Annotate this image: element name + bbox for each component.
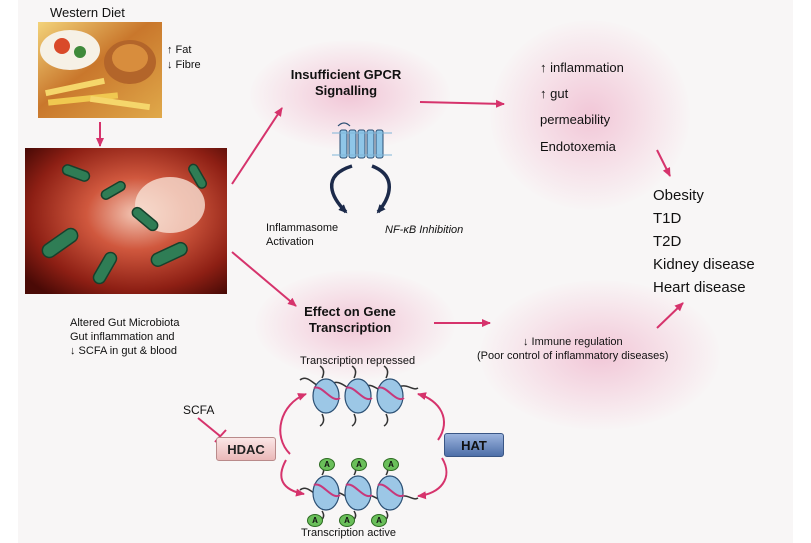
acetyl-mark: A (371, 514, 387, 527)
arrow-hdac-lower (280, 459, 305, 497)
arrow-gpcr-to-effects (419, 99, 505, 108)
arrow-inflammasome (329, 164, 353, 214)
arrow-effects-to-diseases (656, 149, 671, 177)
gpcr-title-line1: Insufficient GPCR (290, 67, 402, 82)
fibre-label: ↓ Fibre (167, 59, 201, 71)
arrow-active-to-repressed (279, 393, 307, 455)
microbiota-caption-line3: ↓ SCFA in gut & blood (70, 345, 178, 357)
transcription-repressed-label: Transcription repressed (300, 355, 416, 367)
acetyl-mark: A (351, 458, 367, 471)
effect-permeability: permeability (540, 112, 611, 127)
arrow-nfkb (371, 164, 391, 214)
gpcr-title-line2: Signalling (314, 83, 378, 98)
gene-title-line2: Transcription (308, 320, 392, 335)
acetyl-mark: A (339, 514, 355, 527)
effect-inflammation: ↑ inflammation (540, 60, 624, 75)
inflammasome-label-line2: Activation (266, 236, 314, 248)
scfa-label: SCFA (183, 403, 215, 417)
nucleosomes-active (299, 464, 419, 522)
western-diet-title: Western Diet (50, 5, 125, 20)
food-image (38, 22, 162, 118)
disease-item: Kidney disease (653, 256, 755, 273)
immune-regulation-line1: ↓ Immune regulation (523, 336, 623, 348)
arrow-immune-to-diseases (656, 302, 684, 329)
disease-item: T1D (653, 210, 682, 227)
nfkb-inhibition-label: NF-κB Inhibition (385, 224, 464, 236)
fat-label: ↑ Fat (167, 44, 192, 56)
scfa-inhibition-line (197, 417, 221, 437)
gene-title-line1: Effect on Gene (304, 304, 396, 319)
microbiota-caption-line2: Gut inflammation and (70, 331, 175, 343)
microbiota-caption-line1: Altered Gut Microbiota (70, 317, 180, 329)
hat-box: HAT (444, 433, 504, 457)
nucleosomes-repressed (299, 365, 419, 427)
acetyl-mark: A (383, 458, 399, 471)
arrow-gut-to-gpcr (231, 107, 283, 185)
glow-gene (255, 270, 455, 380)
disease-item: Heart disease (653, 279, 746, 296)
inflammasome-label-line1: Inflammasome (266, 222, 339, 234)
arrow-hat-upper (417, 392, 445, 441)
disease-item: Obesity (653, 187, 704, 204)
acetyl-mark: A (307, 514, 323, 527)
effect-endotoxemia: Endotoxemia (540, 139, 616, 154)
immune-regulation-line2: (Poor control of inflammatory diseases) (477, 350, 669, 362)
glow-effects (490, 20, 690, 210)
gut-microbiota-image (25, 148, 227, 294)
gpcr-receptor-icon (332, 122, 392, 159)
arrow-repressed-to-active (417, 457, 448, 500)
disease-item: T2D (653, 233, 682, 250)
acetyl-mark: A (319, 458, 335, 471)
effect-gut: ↑ gut (540, 86, 569, 101)
transcription-active-label: Transcription active (301, 527, 396, 539)
hdac-box: HDAC (216, 437, 276, 461)
arrow-gut-to-gene (231, 251, 297, 307)
